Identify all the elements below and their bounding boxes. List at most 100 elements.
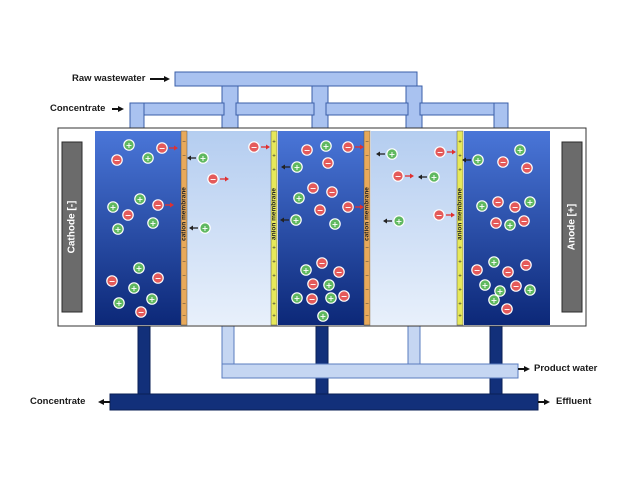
svg-text:+: + — [293, 216, 300, 225]
svg-text:−: − — [513, 282, 520, 291]
svg-text:−: − — [395, 172, 402, 181]
svg-text:+: + — [396, 217, 403, 226]
svg-text:−: − — [504, 305, 511, 314]
svg-text:+: + — [507, 221, 514, 230]
svg-text:−: − — [155, 274, 162, 283]
membrane-charge-mark: − — [182, 288, 186, 294]
cation-ion: + — [291, 292, 303, 304]
cation-ion: + — [329, 218, 341, 230]
svg-text:−: − — [310, 184, 317, 193]
svg-text:−: − — [125, 211, 132, 220]
svg-text:+: + — [491, 258, 498, 267]
svg-text:+: + — [115, 225, 122, 234]
svg-text:−: − — [109, 277, 116, 286]
svg-text:+: + — [326, 281, 333, 290]
cation-ion: + — [134, 193, 146, 205]
svg-text:−: − — [512, 203, 519, 212]
svg-text:+: + — [431, 173, 438, 182]
cation-ion: + — [128, 282, 140, 294]
svg-text:−: − — [524, 164, 531, 173]
anion-ion: − — [518, 215, 530, 227]
concentrate-chamber-2 — [278, 131, 364, 325]
migration-arrowhead — [189, 225, 193, 231]
migration-arrowhead — [410, 173, 414, 179]
svg-text:+: + — [332, 220, 339, 229]
product-water-pipes — [221, 325, 519, 379]
membrane-charge-mark: + — [272, 302, 276, 308]
membrane-charge-mark: + — [458, 154, 462, 160]
svg-text:+: + — [116, 299, 123, 308]
cation-ion: + — [376, 148, 398, 160]
svg-text:−: − — [317, 206, 324, 215]
cation-ion: + — [113, 297, 125, 309]
svg-text:+: + — [296, 194, 303, 203]
anion-membrane-2: anion membrane+++++++++ — [271, 130, 278, 326]
membrane-charge-mark: − — [365, 260, 369, 266]
anion-ion: − — [156, 142, 178, 154]
cation-ion: + — [383, 215, 405, 227]
membrane-charge-mark: + — [272, 274, 276, 280]
anion-ion: − — [122, 209, 134, 221]
effluent-arrow — [544, 399, 550, 405]
membrane-charge-mark: − — [365, 314, 369, 320]
svg-text:+: + — [137, 195, 144, 204]
cation-ion: + — [476, 200, 488, 212]
anion-ion: − — [520, 259, 532, 271]
anode-label: Anode [+] — [567, 204, 578, 250]
svg-text:+: + — [136, 264, 143, 273]
migration-arrowhead — [462, 157, 466, 163]
svg-text:+: + — [294, 163, 301, 172]
membrane-charge-mark: − — [365, 274, 369, 280]
svg-text:+: + — [110, 203, 117, 212]
cation-ion: + — [147, 217, 159, 229]
svg-text:−: − — [505, 268, 512, 277]
svg-text:−: − — [138, 308, 145, 317]
anion-ion: − — [135, 306, 147, 318]
anion-ion: − — [111, 154, 123, 166]
membrane-charge-mark: + — [272, 246, 276, 252]
membrane-charge-mark: + — [272, 288, 276, 294]
anion-ion: − — [307, 182, 319, 194]
svg-text:+: + — [126, 141, 133, 150]
concentrate-top-arrow — [118, 106, 124, 112]
membrane-charge-mark: − — [182, 302, 186, 308]
membrane-charge-mark: + — [458, 260, 462, 266]
membrane-charge-mark: − — [182, 274, 186, 280]
migration-arrowhead — [225, 176, 229, 182]
cation-ion: + — [133, 262, 145, 274]
anion-ion: − — [152, 199, 174, 211]
membrane-charge-mark: − — [182, 246, 186, 252]
anion-ion: − — [509, 201, 521, 213]
anion-ion: − — [342, 141, 364, 153]
cation-ion: + — [325, 292, 337, 304]
membrane-charge-mark: − — [365, 168, 369, 174]
svg-text:+: + — [145, 154, 152, 163]
cation-ion: + — [293, 192, 305, 204]
label-arrows — [98, 76, 550, 405]
raw-wastewater-pipes — [174, 71, 423, 129]
anion-ion: − — [502, 266, 514, 278]
membrane-label: anion membrane — [271, 188, 278, 240]
cathode-label: Cathode [-] — [67, 201, 78, 254]
anion-ion: − — [510, 280, 522, 292]
svg-text:−: − — [325, 159, 332, 168]
cation-membrane-1: cation membrane−−−−−−−−− — [181, 130, 188, 326]
svg-text:+: + — [150, 219, 157, 228]
anion-ion: − — [492, 196, 504, 208]
membrane-charge-mark: + — [272, 260, 276, 266]
anion-ion: − — [434, 146, 456, 158]
membrane-charge-mark: − — [182, 314, 186, 320]
svg-text:−: − — [345, 203, 352, 212]
svg-text:−: − — [329, 188, 336, 197]
anion-ion: − — [322, 157, 334, 169]
svg-text:−: − — [310, 280, 317, 289]
svg-text:+: + — [479, 202, 486, 211]
anion-ion: − — [490, 217, 502, 229]
membrane-charge-mark: + — [458, 140, 462, 146]
cation-ion: + — [280, 214, 302, 226]
svg-text:−: − — [336, 268, 343, 277]
svg-text:−: − — [495, 198, 502, 207]
migration-arrowhead — [360, 144, 364, 150]
svg-text:+: + — [475, 156, 482, 165]
